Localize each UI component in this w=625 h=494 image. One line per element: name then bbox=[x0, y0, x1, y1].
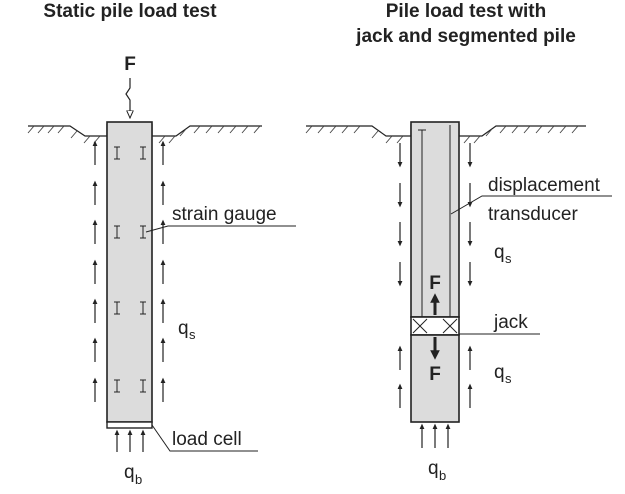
strain-gauge bbox=[114, 301, 146, 315]
left-base-subscript: b bbox=[135, 472, 142, 487]
left-shaft-subscript: s bbox=[189, 327, 196, 342]
right-title-line2: jack and segmented pile bbox=[355, 26, 576, 47]
displacement-label-line1: displacement bbox=[488, 175, 601, 196]
strain-gauge bbox=[114, 225, 146, 239]
displacement-transducer bbox=[418, 125, 451, 317]
jack-cross-left bbox=[412, 318, 428, 334]
jack-force-down-label: F bbox=[429, 364, 441, 385]
left-force-arrow bbox=[125, 78, 130, 118]
load-cell-leader bbox=[151, 424, 258, 452]
right-ground-hatch bbox=[305, 125, 579, 144]
left-base-symbol: q bbox=[124, 462, 135, 483]
jack-cross-right bbox=[442, 318, 458, 334]
left-pile bbox=[106, 121, 153, 423]
left-force-label: F bbox=[124, 54, 136, 75]
right-title-line1: Pile load test with bbox=[386, 1, 546, 22]
strain-gauges bbox=[114, 146, 146, 393]
right-shaft-arrows-lower bbox=[397, 345, 473, 408]
left-base-arrows bbox=[114, 429, 146, 452]
left-shaft-symbol: q bbox=[178, 318, 189, 339]
strain-gauge-label: strain gauge bbox=[172, 204, 277, 225]
right-base-subscript: b bbox=[439, 468, 446, 483]
right-shaft-arrows-upper bbox=[397, 143, 473, 287]
displacement-label-line2: transducer bbox=[488, 204, 578, 225]
load-cell bbox=[106, 421, 153, 429]
jack-force-up-label: F bbox=[429, 273, 441, 294]
right-shaft-subscript-upper: s bbox=[505, 251, 512, 266]
right-base-symbol: q bbox=[428, 458, 439, 479]
left-ground-hatch bbox=[27, 125, 261, 144]
right-shaft-symbol-lower: q bbox=[494, 362, 505, 383]
jack-label: jack bbox=[493, 312, 528, 333]
strain-gauge-leader bbox=[145, 225, 296, 233]
right-shaft-symbol-upper: q bbox=[494, 242, 505, 263]
lower-pile-segment bbox=[410, 334, 460, 423]
displacement-transducer-leader bbox=[450, 195, 612, 215]
strain-gauge bbox=[114, 146, 146, 160]
right-base-arrows bbox=[419, 423, 451, 448]
left-shaft-arrows bbox=[92, 140, 166, 402]
right-shaft-subscript-lower: s bbox=[505, 371, 512, 386]
load-cell-label: load cell bbox=[172, 429, 242, 450]
jack bbox=[410, 316, 460, 336]
left-title: Static pile load test bbox=[43, 1, 217, 22]
strain-gauge bbox=[114, 379, 146, 393]
